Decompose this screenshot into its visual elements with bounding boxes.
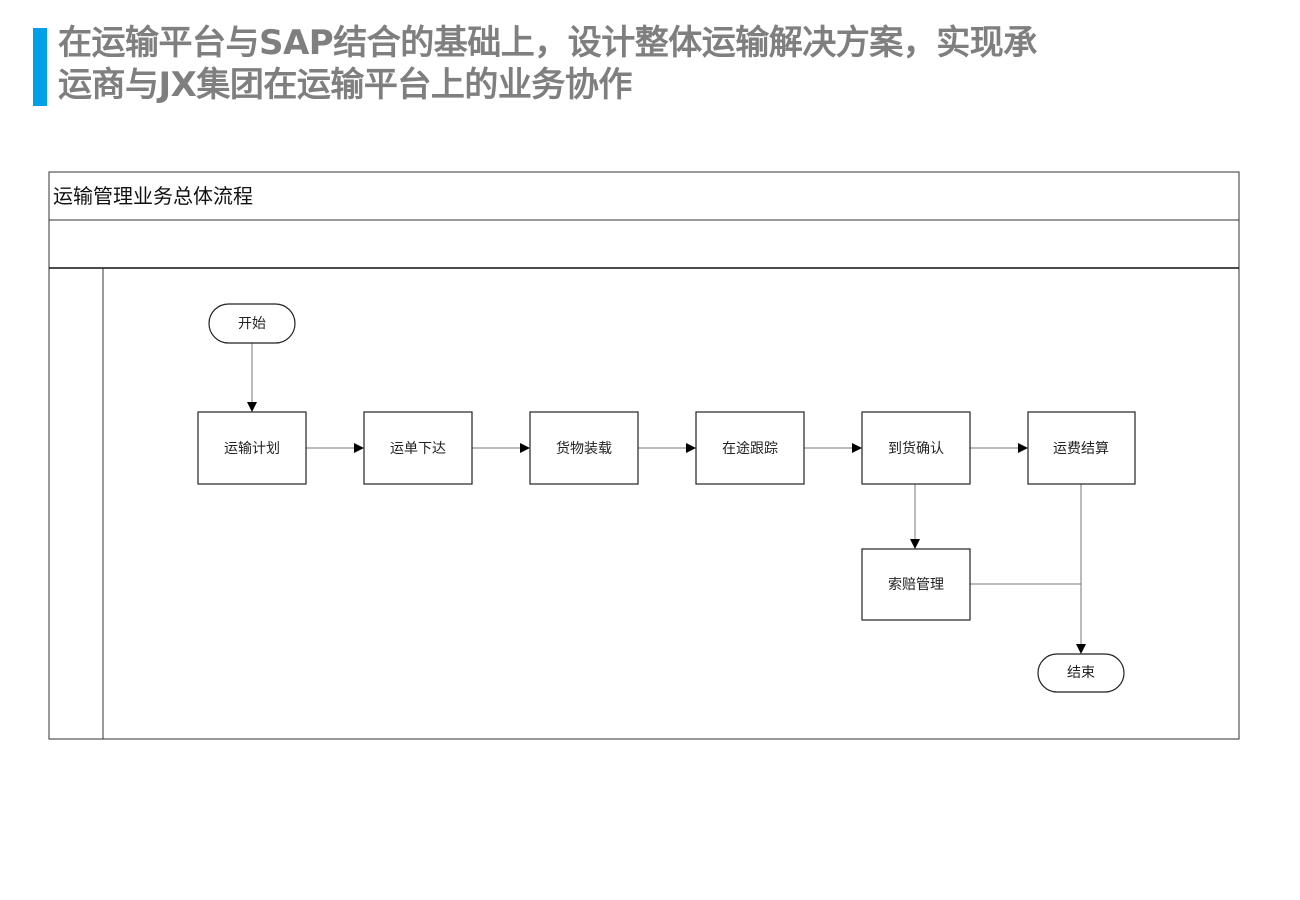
process-box xyxy=(1027,411,1136,485)
node-start[interactable]: 开始 xyxy=(208,303,296,344)
node-cargo-loading[interactable]: 货物装载 xyxy=(529,411,639,485)
node-label: 运输计划 xyxy=(224,441,280,457)
process-box xyxy=(861,548,971,621)
node-in-transit-tracking[interactable]: 在途跟踪 xyxy=(695,411,805,485)
process-box xyxy=(695,411,805,485)
title-accent-bar xyxy=(33,28,47,106)
node-label: 在途跟踪 xyxy=(722,440,778,457)
node-waybill-issue[interactable]: 运单下达 xyxy=(363,411,473,485)
edges xyxy=(247,343,1086,654)
process-box xyxy=(197,411,307,485)
node-claims-management[interactable]: 索赔管理 xyxy=(861,548,971,621)
page-title-line-1: 在运输平台与SAP结合的基础上，设计整体运输解决方案，实现承 xyxy=(58,23,1037,63)
node-label: 运单下达 xyxy=(390,441,446,457)
node-label: 货物装载 xyxy=(556,440,612,457)
process-box xyxy=(363,411,473,485)
node-label: 到货确认 xyxy=(888,440,944,457)
page-title: 在运输平台与SAP结合的基础上，设计整体运输解决方案，实现承 运商与JX集团在运… xyxy=(58,22,1258,106)
node-label: 开始 xyxy=(238,316,266,332)
node-arrival-confirmation[interactable]: 到货确认 xyxy=(861,411,971,485)
process-box xyxy=(861,411,971,485)
node-transport-plan[interactable]: 运输计划 xyxy=(197,411,307,485)
node-freight-settlement[interactable]: 运费结算 xyxy=(1027,411,1136,485)
swimlane-pool: 运输管理业务总体流程 xyxy=(48,171,1240,740)
node-label: 索赔管理 xyxy=(888,576,944,593)
page-title-line-2: 运商与JX集团在运输平台上的业务协作 xyxy=(58,65,632,105)
process-box xyxy=(529,411,639,485)
node-label: 运费结算 xyxy=(1053,441,1109,457)
node-label: 结束 xyxy=(1067,665,1095,681)
terminator-shape xyxy=(1037,653,1125,693)
terminator-shape xyxy=(208,303,296,344)
pool-border xyxy=(48,171,1240,740)
node-end[interactable]: 结束 xyxy=(1037,653,1125,693)
pool-title: 运输管理业务总体流程 xyxy=(53,184,253,208)
